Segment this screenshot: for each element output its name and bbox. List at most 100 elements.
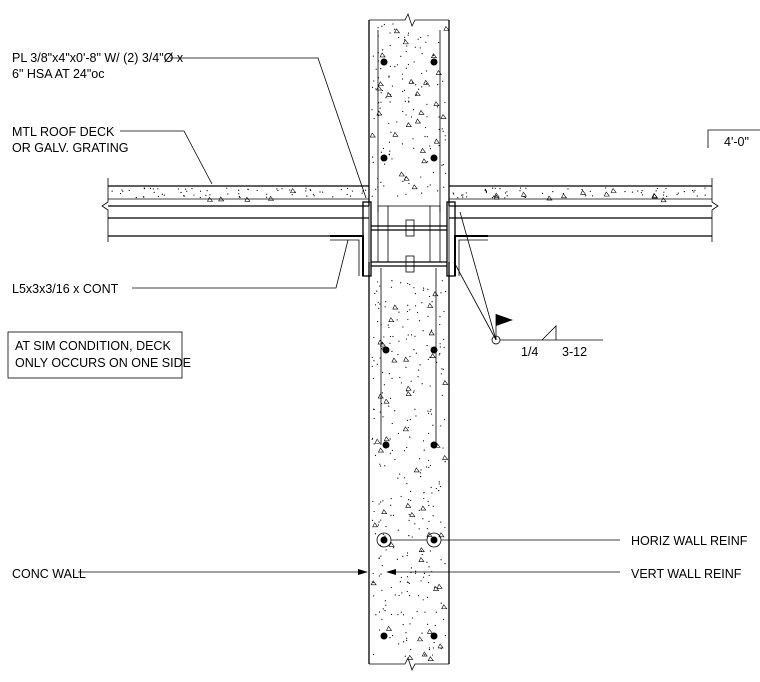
stipple-dot bbox=[373, 360, 375, 362]
stipple-dot bbox=[391, 449, 393, 452]
aggregate-mark bbox=[376, 110, 383, 116]
stipple-dot bbox=[436, 361, 438, 363]
stipple-dot bbox=[440, 602, 442, 604]
stipple-dot bbox=[422, 330, 424, 332]
stipple-dot bbox=[592, 195, 594, 197]
stipple-dot bbox=[177, 188, 180, 190]
stipple-dot bbox=[444, 526, 446, 529]
conc-wall-text: CONC WALL bbox=[12, 567, 86, 581]
aggregate-mark bbox=[442, 380, 449, 385]
stipple-dot bbox=[419, 472, 422, 474]
stipple-dot bbox=[444, 460, 446, 463]
aggregate-mark bbox=[433, 138, 440, 144]
stipple-dot bbox=[380, 68, 382, 70]
stipple-dot bbox=[462, 194, 464, 196]
stipple-dot bbox=[383, 384, 385, 386]
stipple-dot bbox=[506, 195, 508, 197]
stipple-dot bbox=[400, 282, 402, 284]
stipple-dot bbox=[429, 147, 432, 150]
stipple-dot bbox=[398, 311, 400, 313]
stipple-dot bbox=[381, 392, 383, 394]
stipple-dot bbox=[431, 492, 433, 494]
stipple-dot bbox=[411, 536, 413, 538]
stipple-dot bbox=[427, 581, 430, 584]
stipple-dot bbox=[427, 186, 429, 188]
stipple-dot bbox=[444, 290, 447, 293]
stipple-dot bbox=[193, 194, 195, 196]
stipple-dot bbox=[414, 46, 416, 48]
stipple-dot bbox=[371, 356, 373, 358]
stipple-dot bbox=[378, 557, 380, 559]
stipple-dot bbox=[415, 415, 417, 417]
aggregate-mark bbox=[386, 625, 393, 631]
stipple-dot bbox=[413, 349, 415, 351]
aggregate-mark bbox=[420, 505, 427, 511]
stipple-dot bbox=[440, 373, 442, 375]
stipple-dot bbox=[439, 353, 441, 355]
aggregate-mark bbox=[580, 189, 587, 195]
stipple-dot bbox=[389, 150, 391, 152]
stipple-dot bbox=[413, 61, 415, 63]
stipple-dot bbox=[442, 130, 444, 132]
stipple-dot bbox=[385, 525, 387, 528]
aggregate-mark bbox=[421, 651, 428, 657]
stipple-dot bbox=[379, 411, 381, 413]
stipple-dot bbox=[440, 425, 442, 427]
aggregate-mark bbox=[244, 196, 251, 202]
stipple-dot bbox=[408, 595, 411, 597]
stipple-dot bbox=[391, 85, 394, 87]
stipple-dot bbox=[413, 390, 415, 392]
sim-note-line-1: AT SIM CONDITION, DECK bbox=[15, 339, 171, 353]
stipple-dot bbox=[420, 469, 422, 471]
stipple-dot bbox=[401, 73, 404, 75]
aggregate-mark bbox=[432, 291, 439, 297]
stipple-dot bbox=[421, 192, 423, 194]
stipple-dot bbox=[340, 188, 342, 191]
stipple-dot bbox=[381, 89, 384, 92]
aggregate-mark bbox=[413, 467, 420, 473]
aggregate-mark bbox=[414, 91, 421, 96]
stipple-dot bbox=[374, 292, 376, 295]
aggregate-mark bbox=[370, 580, 377, 586]
aggregate-mark bbox=[418, 109, 425, 115]
stipple-dot bbox=[438, 144, 440, 147]
stipple-dot bbox=[180, 191, 182, 194]
stipple-dot bbox=[400, 495, 402, 498]
stipple-dot bbox=[373, 80, 375, 82]
aggregate-mark bbox=[402, 426, 409, 432]
stipple-dot bbox=[428, 504, 430, 507]
stipple-dot bbox=[364, 189, 367, 191]
stipple-dot bbox=[422, 287, 425, 289]
stipple-dot bbox=[186, 190, 188, 192]
stipple-dot bbox=[380, 555, 382, 557]
stipple-dot bbox=[390, 613, 393, 616]
stipple-dot bbox=[414, 305, 417, 307]
stipple-dot bbox=[427, 412, 430, 414]
stipple-dot bbox=[410, 648, 412, 651]
stipple-dot bbox=[408, 514, 410, 516]
stipple-dot bbox=[430, 329, 433, 331]
vert-reinf-note: VERT WALL REINF bbox=[386, 567, 742, 581]
stipple-dot bbox=[392, 23, 394, 25]
stipple-dot bbox=[399, 581, 401, 583]
stipple-dot bbox=[382, 533, 384, 535]
stipple-dot bbox=[383, 23, 385, 26]
stipple-dot bbox=[397, 432, 399, 435]
stipple-dot bbox=[238, 189, 240, 191]
rebar-dot bbox=[430, 441, 438, 449]
stipple-dot bbox=[402, 180, 404, 182]
stipple-dot bbox=[380, 181, 382, 183]
aggregate-mark bbox=[207, 196, 214, 202]
stipple-dot bbox=[397, 353, 399, 356]
stipple-dot bbox=[372, 500, 374, 503]
stipple-dot bbox=[424, 126, 427, 129]
stipple-dot bbox=[384, 306, 386, 308]
stipple-dot bbox=[465, 192, 467, 194]
stipple-dot bbox=[444, 634, 447, 637]
stipple-dot bbox=[428, 520, 430, 522]
stipple-dot bbox=[374, 454, 377, 457]
stipple-dot bbox=[428, 295, 431, 298]
stipple-dot bbox=[415, 352, 417, 354]
stipple-dot bbox=[379, 357, 381, 359]
stipple-dot bbox=[425, 466, 428, 468]
